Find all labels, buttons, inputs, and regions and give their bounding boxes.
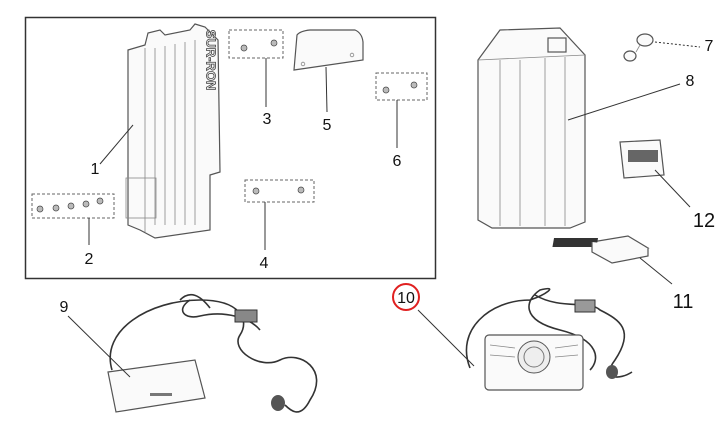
screw-set-part-3 xyxy=(228,29,284,59)
pad-part-11 xyxy=(552,235,650,264)
callout-8: 8 xyxy=(686,73,695,90)
callout-4: 4 xyxy=(260,255,269,272)
cover-plate-part-5 xyxy=(293,29,364,71)
battery-part-8 xyxy=(477,27,586,229)
callout-3: 3 xyxy=(263,111,272,128)
callout-11: 11 xyxy=(673,291,694,313)
callout-12: 12 xyxy=(693,210,715,232)
callout-6: 6 xyxy=(393,153,402,170)
callout-1: 1 xyxy=(91,161,100,178)
callout-9: 9 xyxy=(60,299,69,316)
highlight-circle xyxy=(392,283,420,311)
cap-part-7 xyxy=(623,33,654,62)
screw-set-part-6 xyxy=(375,72,428,101)
charger-part-9 xyxy=(107,293,318,413)
charger-part-10 xyxy=(465,287,633,391)
callout-7: 7 xyxy=(705,38,714,55)
controller-group-frame xyxy=(24,16,437,280)
brand-logo: SUR-RON xyxy=(204,30,219,91)
callout-10: 10 xyxy=(397,290,415,307)
controller-part-1: SUR-RON xyxy=(125,23,221,239)
callout-2: 2 xyxy=(85,251,94,268)
callout-5: 5 xyxy=(323,117,332,134)
screw-set-part-4 xyxy=(244,179,315,203)
screw-set-part-2 xyxy=(31,193,115,219)
